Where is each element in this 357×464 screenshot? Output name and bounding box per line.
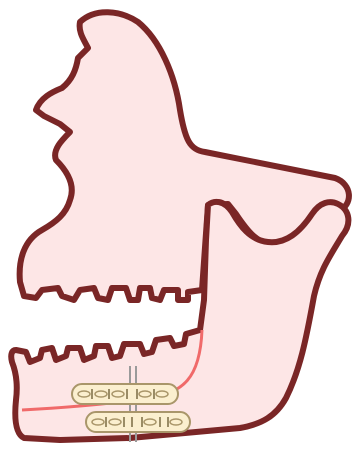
- fixation-plate-lower: [86, 412, 190, 432]
- fixation-plate-upper: [72, 384, 178, 404]
